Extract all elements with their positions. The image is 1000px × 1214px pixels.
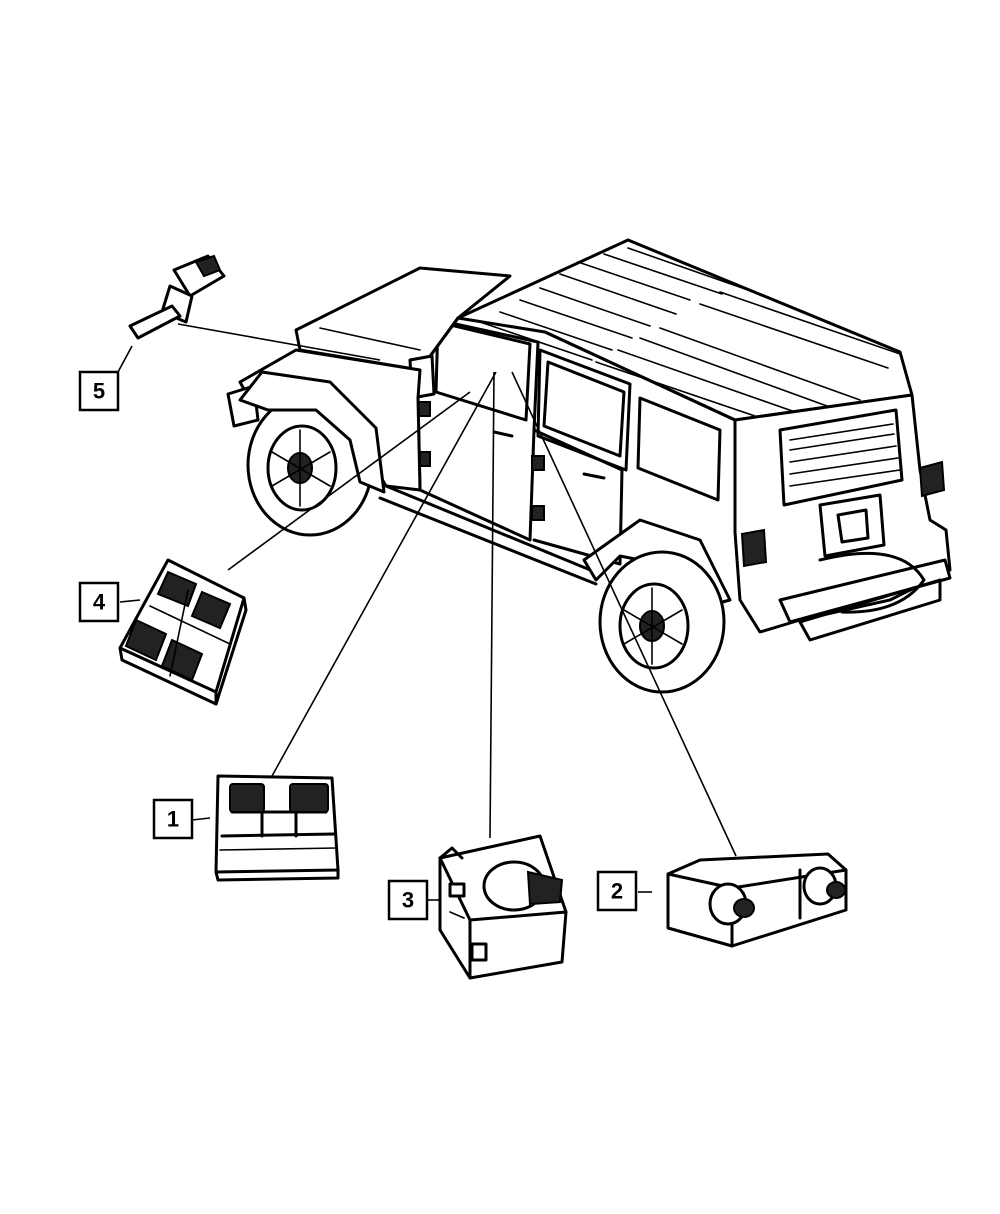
vehicle-illustration xyxy=(226,238,952,694)
part-5-sensor xyxy=(128,254,226,340)
callout-label: 2 xyxy=(611,879,623,904)
callout-label: 3 xyxy=(402,888,414,913)
callout-1: 1 xyxy=(152,798,194,840)
callout-5: 5 xyxy=(78,370,120,412)
callout-2: 2 xyxy=(596,870,638,912)
part-3-headlamp-switch xyxy=(438,834,568,980)
callout-label: 5 xyxy=(93,379,105,404)
leader-lines xyxy=(117,323,737,901)
callout-3: 3 xyxy=(387,879,429,921)
part-2-mirror-switch xyxy=(666,852,848,948)
callout-4: 4 xyxy=(78,581,120,623)
callout-label: 4 xyxy=(93,590,106,615)
callout-label: 1 xyxy=(167,807,179,832)
part-1-master-switch xyxy=(214,774,340,882)
part-4-switch-pack xyxy=(118,558,248,706)
